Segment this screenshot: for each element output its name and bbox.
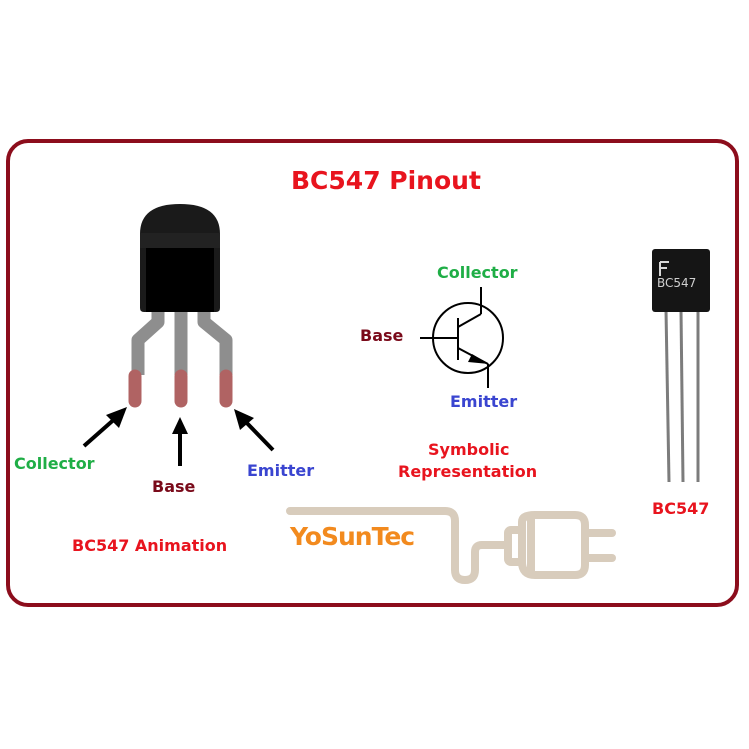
transistor-illustration bbox=[128, 204, 233, 408]
arrow-icon bbox=[82, 407, 275, 466]
page-title: BC547 Pinout bbox=[291, 166, 481, 195]
plug-logo-icon bbox=[286, 507, 616, 584]
symbol-emitter-label: Emitter bbox=[450, 392, 518, 411]
symbol-collector-label: Collector bbox=[437, 263, 518, 282]
animation-collector-label: Collector bbox=[14, 454, 95, 473]
symbol-base-label: Base bbox=[360, 326, 404, 345]
symbol-caption-line1: Symbolic bbox=[428, 440, 510, 459]
animation-caption: BC547 Animation bbox=[72, 536, 228, 555]
yosuntec-logo: YoSunTec bbox=[290, 522, 415, 551]
npn-symbol bbox=[420, 287, 504, 388]
animation-base-label: Base bbox=[152, 477, 196, 496]
animation-emitter-label: Emitter bbox=[247, 461, 315, 480]
symbol-caption-line2: Representation bbox=[398, 462, 538, 481]
transistor-photo bbox=[652, 249, 710, 483]
photo-marking: BC547 bbox=[657, 276, 697, 290]
photo-caption: BC547 bbox=[652, 499, 710, 518]
border-frame bbox=[6, 139, 739, 607]
